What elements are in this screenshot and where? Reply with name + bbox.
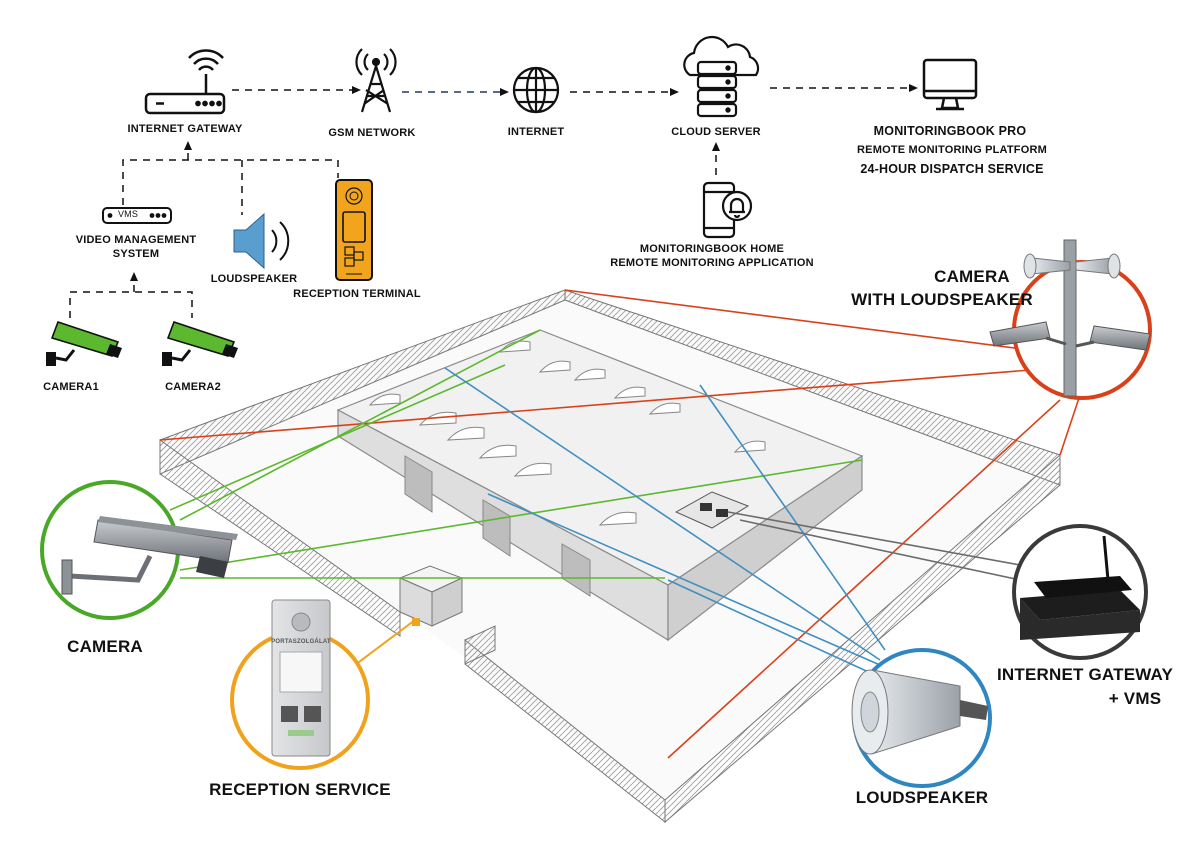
link-gray-1: [727, 511, 1021, 566]
rooftop-unit: [674, 491, 750, 529]
camera1-icon: [46, 320, 122, 366]
link-blue-4: [667, 579, 876, 676]
gateway-callout: [1012, 524, 1148, 660]
pole-callout-label-2: WITH LOUDSPEAKER: [851, 290, 1033, 309]
camera2-icon: [162, 320, 238, 366]
reception-callout-label: RECEPTION SERVICE: [209, 780, 391, 799]
phone-bell-icon: [702, 181, 753, 239]
monitoringbook-pro-label: MONITORINGBOOK PRO: [873, 124, 1027, 138]
link-red-1: [159, 369, 1031, 441]
link-blue-1: [444, 367, 881, 661]
dispatch-service-label: 24-HOUR DISPATCH SERVICE: [860, 162, 1044, 176]
gateway-callout-label-2: + VMS: [1108, 689, 1162, 708]
link-red-4: [667, 399, 1061, 759]
guard-booth: [398, 565, 464, 627]
top-flow-connectors: [69, 87, 910, 318]
loudspeaker-label: LOUDSPEAKER: [210, 273, 298, 285]
link-red-3: [1059, 394, 1081, 456]
vms-to-gateway-link: [122, 159, 339, 205]
monitor-icon: [922, 58, 978, 111]
loudspeaker-callout: [851, 648, 992, 788]
loudspeaker-callout-label: LOUDSPEAKER: [855, 788, 989, 807]
warehouse-building: [336, 329, 864, 642]
link-blue-2: [699, 384, 886, 651]
monitoringbook-home-label: MONITORINGBOOK HOME: [639, 243, 785, 255]
globe-icon: [512, 66, 560, 114]
link-blue-3: [487, 493, 881, 666]
gsm-tower-icon: [355, 48, 397, 113]
site-link-lines: [159, 289, 1081, 759]
reception-panel-title: PORTASZOLGÁLAT: [271, 639, 331, 645]
camera2-label: CAMERA2: [165, 381, 221, 393]
pole-callout: [989, 239, 1152, 400]
internet-gateway-label: INTERNET GATEWAY: [127, 123, 243, 135]
remote-monitoring-platform-label: REMOTE MONITORING PLATFORM: [857, 144, 1047, 156]
pole-callout-label-1: CAMERA: [934, 267, 1010, 286]
reception-terminal-label: RECEPTION TERMINAL: [293, 288, 421, 300]
link-green-4: [169, 364, 506, 511]
video-management-label-1: VIDEO MANAGEMENT: [75, 234, 197, 246]
cameras-to-vms-link: [69, 291, 193, 318]
link-red-2: [564, 289, 1031, 351]
camera1-label: CAMERA1: [43, 381, 99, 393]
vms-device-icon: [102, 207, 172, 224]
reception-callout: [230, 599, 370, 770]
camera-callout: [40, 480, 238, 620]
gateway-callout-label-1: INTERNET GATEWAY: [996, 665, 1174, 684]
loudspeaker-icon: [233, 212, 290, 270]
internet-label: INTERNET: [507, 126, 565, 138]
cloud-server-icon: [683, 35, 760, 118]
cloud-server-label: CLOUD SERVER: [671, 126, 761, 138]
reception-terminal-icon: [335, 179, 373, 281]
remote-monitoring-application-label: REMOTE MONITORING APPLICATION: [610, 257, 814, 269]
camera-callout-label: CAMERA: [67, 637, 143, 656]
vms-badge-text: VMS: [117, 209, 139, 219]
video-management-label-2: SYSTEM: [112, 248, 160, 260]
gsm-network-label: GSM NETWORK: [328, 127, 416, 139]
link-gray-2: [739, 519, 1021, 581]
link-green-1: [179, 329, 541, 521]
router-icon: [144, 49, 226, 115]
link-green-2: [179, 459, 863, 571]
